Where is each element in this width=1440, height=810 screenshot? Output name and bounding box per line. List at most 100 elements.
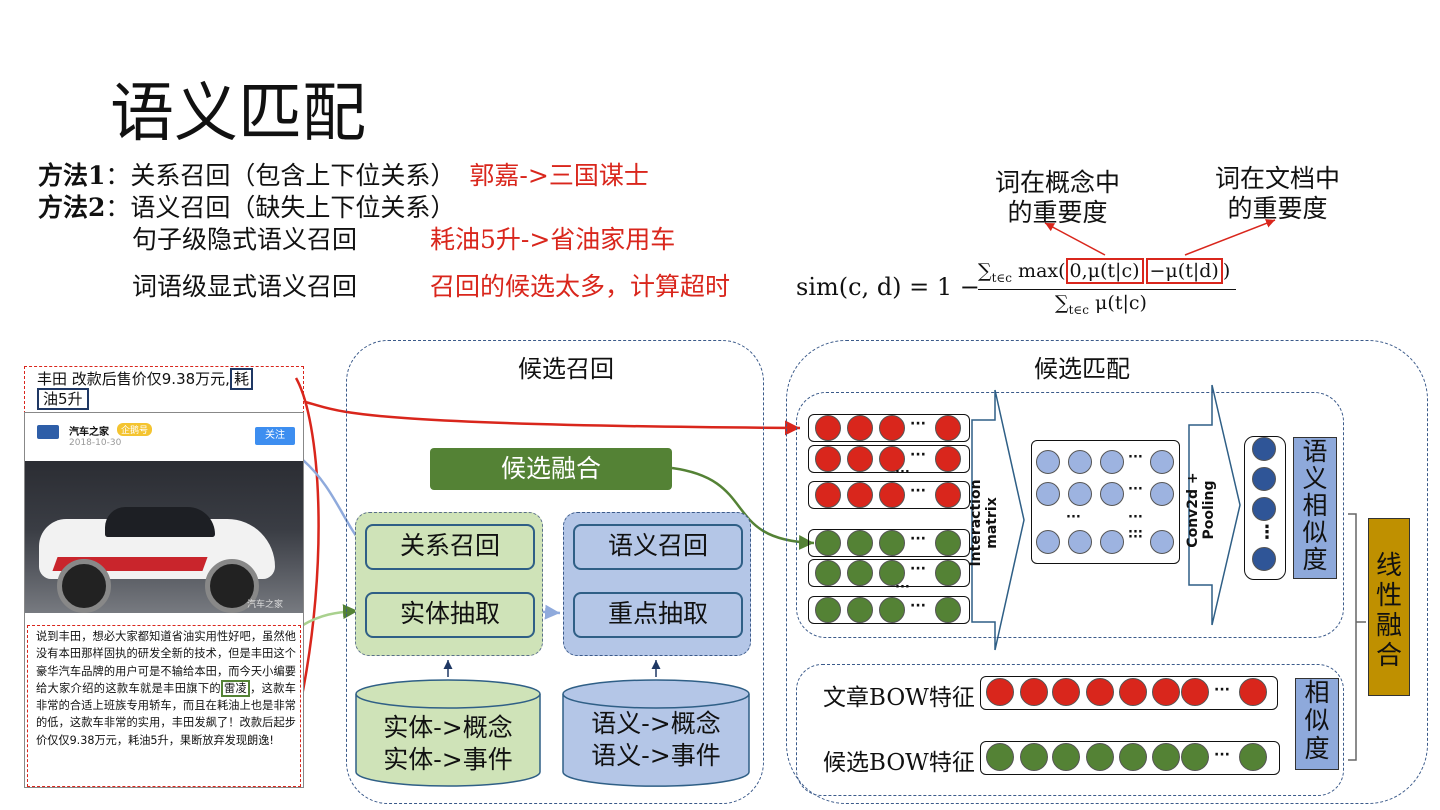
article-bow-dot [1052,678,1080,706]
mu-doc-term: −μ(t|d) [1145,258,1223,284]
embedding-dot [879,597,905,623]
den-subscript: t∈c [1068,302,1090,317]
pooled-dot [1252,497,1276,521]
ellipsis-mark: ··· [1128,450,1143,465]
method-2-label: 方法2 [38,193,106,222]
den-rest: μ(t|c) [1089,292,1147,314]
candidate-bow-dot [986,743,1014,771]
news-headline: 丰田 改款后售价仅9.38万元,耗 [25,367,303,390]
sub-method-1: 句子级隐式语义召回 [132,225,358,254]
recall-section-title: 候选召回 [518,355,614,383]
news-date: 2018-10-30 [69,438,122,448]
db-left-label: 实体->概念 实体->事件 [356,712,540,776]
car-window [105,507,215,537]
candidate-bow-label: 候选BOW特征 [823,750,975,776]
news-card: 汽车之家 企鹅号 2018-10-30 关注 汽车之家 说到丰田，想必大家都知道… [24,412,304,788]
formula-denominator: ∑t∈c μ(t|c) [1055,292,1147,317]
ellipsis-mark: ··· [910,447,926,463]
embedding-dot [879,415,905,441]
embedding-dot [815,482,841,508]
embedding-row [808,481,970,509]
embedding-dot [935,446,961,472]
sub-method-2-example: 召回的候选太多，计算超时 [430,272,731,301]
method-2-text: ：语义召回（缺失上下位关系） [105,193,456,222]
follow-button[interactable]: 关注 [255,427,295,445]
embedding-row [808,445,970,473]
embedding-dot [847,560,873,586]
body-text-a: 说到丰田，想必大家都知道省油实用性好吧，虽然他没有本田那样固执的研发全新的技术，… [36,630,296,695]
article-bow-label: 文章BOW特征 [823,685,975,711]
grid-dot [1100,450,1124,474]
news-body-box: 说到丰田，想必大家都知道省油实用性好吧，虽然他没有本田那样固执的研发全新的技术，… [27,625,301,787]
embedding-dot [847,482,873,508]
embedding-dot [879,446,905,472]
close-paren: ) [1222,260,1231,282]
ellipsis-mark: ··· [910,483,926,499]
car-wheel-front [57,559,111,613]
method-1-text: ：关系召回（包含上下位关系） [105,161,456,190]
article-bow-dot [1181,678,1209,706]
green-arrow-to-entity [302,604,359,627]
conv-label-wrap: Conv2d + Pooling [1185,450,1217,560]
pooled-dot [1252,547,1276,571]
embedding-dot [879,530,905,556]
embedding-dot [815,446,841,472]
news-body: 说到丰田，想必大家都知道省油实用性好吧，虽然他没有本田那样固执的研发全新的技术，… [28,626,300,749]
candidate-bow-dot [1181,743,1209,771]
embedding-row [808,596,970,624]
method-2-line: 方法2：语义召回（缺失上下位关系） [38,192,455,224]
sum-symbol: ∑ [978,260,992,282]
candidate-bow-vector [980,741,1280,775]
headline-highlight-1: 耗 [229,368,253,390]
semantic-recall-box: 语义召回 [573,524,743,570]
embedding-row [808,529,970,557]
car-wheel-rear [205,559,259,613]
embedding-row [808,414,970,442]
pooled-vector [1244,436,1286,580]
embedding-dot [879,560,905,586]
max-text: max( [1012,260,1066,282]
article-bow-dot [1239,678,1267,706]
grid-dot [1036,530,1060,554]
interaction-arrow-shape [971,389,1025,651]
key-extract-box: 重点抽取 [573,592,743,638]
ellipsis-mark: ··· [1214,747,1230,763]
method-1-line: 方法1：关系召回（包含上下位关系）郭嘉->三国谋士 [38,160,649,192]
embedding-dot [847,415,873,441]
ellipsis-mark: ··· [1066,510,1081,525]
grid-dot [1068,482,1092,506]
candidate-bow-dot [1152,743,1180,771]
db-left-line-2: 实体->事件 [383,745,513,774]
interaction-label: Interaction matrix [968,479,1000,567]
mu-concept-term: 0,μ(t|c) [1065,258,1144,284]
embedding-dot [815,530,841,556]
conv-arrow-shape [1188,384,1241,626]
annotation-arrow-left [1044,222,1106,256]
db-left-line-1: 实体->概念 [383,713,513,742]
ellipsis-mark: ··· [895,580,910,595]
article-bow-dot [1119,678,1147,706]
grid-dot [1150,450,1174,474]
embedding-dot [935,530,961,556]
formula-lhs: sim(c, d) = 1 − [796,273,980,301]
embedding-dot [935,560,961,586]
relation-recall-group [355,512,543,656]
embedding-dot [847,530,873,556]
embedding-dot [935,597,961,623]
grid-dot [1068,530,1092,554]
photo-watermark: 汽车之家 [247,600,284,610]
ellipsis-mark: ··· [1128,530,1143,545]
embedding-dot [815,597,841,623]
red-arrow-to-match [304,400,801,436]
ellipsis-mark: ··· [910,531,926,547]
grid-dot [1100,530,1124,554]
candidate-bow-dot [1239,743,1267,771]
bow-subpanel [796,664,1344,796]
headline-text: 丰田 改款后售价仅9.38万元, [37,370,230,388]
ellipsis-mark: ··· [1214,682,1230,698]
db-right-line-2: 语义->事件 [591,741,721,770]
embedding-dot [847,446,873,472]
linear-fusion-box: 线性融合 [1368,518,1410,696]
embedding-dot [847,597,873,623]
page-title: 语义匹配 [110,77,366,151]
